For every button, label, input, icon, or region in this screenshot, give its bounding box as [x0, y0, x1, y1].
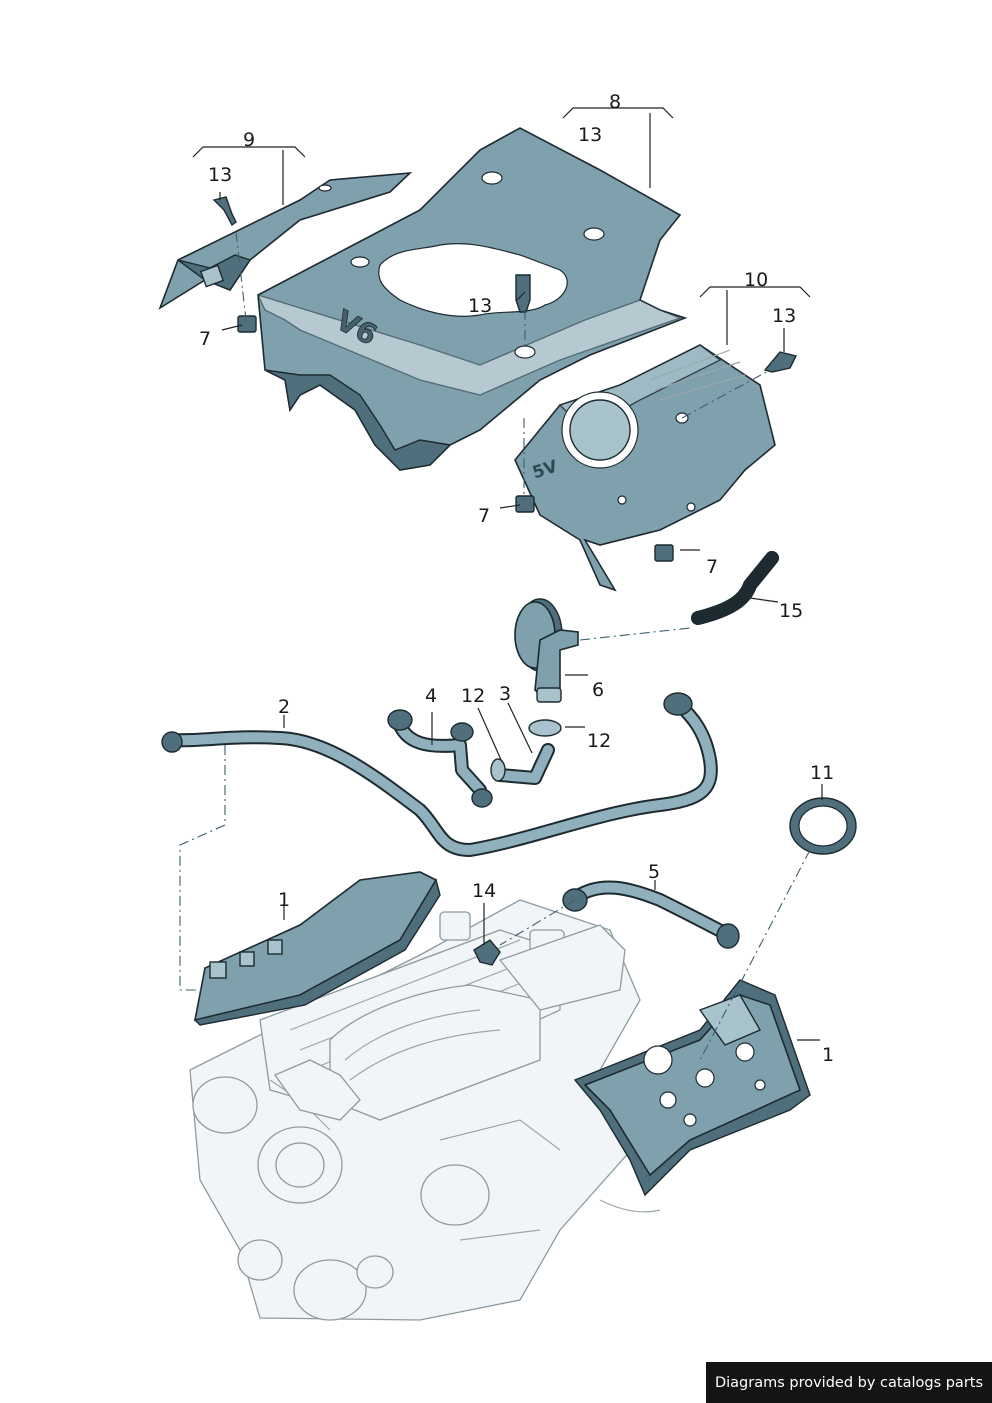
callout-4: 4: [425, 685, 437, 707]
engine-block: [189, 899, 661, 1321]
callout-14: 14: [472, 880, 496, 902]
callout-2: 2: [278, 696, 290, 718]
engine-cover-8: V6: [256, 127, 688, 471]
cylinder-head-cover-left-1: [193, 871, 441, 1026]
footer-credit-text: Diagrams provided by catalogs parts: [714, 1374, 984, 1391]
leader-lines: [192, 107, 823, 1041]
hose-4: [387, 709, 493, 808]
callout-labels: 8 13 9 13 13 7 10 13 7 7 15 6 4 12 3 12 …: [199, 91, 834, 1066]
callout-8: 8: [609, 91, 621, 113]
hose-5: [562, 880, 740, 949]
valve-cover-trim-10: 5V: [514, 344, 776, 592]
hose-2: [161, 692, 718, 857]
callout-11: 11: [810, 762, 834, 784]
callout-12-b: 12: [587, 730, 611, 752]
callout-15: 15: [779, 600, 803, 622]
callout-5: 5: [648, 861, 660, 883]
callout-7-right: 7: [706, 556, 718, 578]
callout-13-top: 13: [578, 124, 602, 146]
callout-12-a: 12: [461, 685, 485, 707]
callout-1-right: 1: [822, 1044, 834, 1066]
sensor-14: [473, 939, 501, 966]
callout-13-left: 13: [208, 164, 232, 186]
callout-13-right: 13: [772, 305, 796, 327]
callout-1-left: 1: [278, 889, 290, 911]
hose-15: [691, 551, 779, 625]
callout-7-mid: 7: [478, 505, 490, 527]
callout-9: 9: [243, 129, 255, 151]
pcv-valve-6: [514, 598, 579, 703]
clamps-12: [490, 719, 562, 782]
callout-10: 10: [744, 269, 768, 291]
hose-3: [493, 743, 555, 785]
assembly-lines: [179, 231, 811, 1061]
seal-ring-11: [789, 797, 857, 855]
callout-13-mid: 13: [468, 295, 492, 317]
trim-strip-9: [158, 172, 413, 310]
callout-7-left: 7: [199, 328, 211, 350]
clips-7: [237, 315, 674, 562]
cylinder-head-cover-right-1: [573, 979, 811, 1197]
callout-6: 6: [592, 679, 604, 701]
footer-credit-badge: Diagrams provided by catalogs parts: [706, 1362, 992, 1403]
callout-3: 3: [499, 683, 511, 705]
